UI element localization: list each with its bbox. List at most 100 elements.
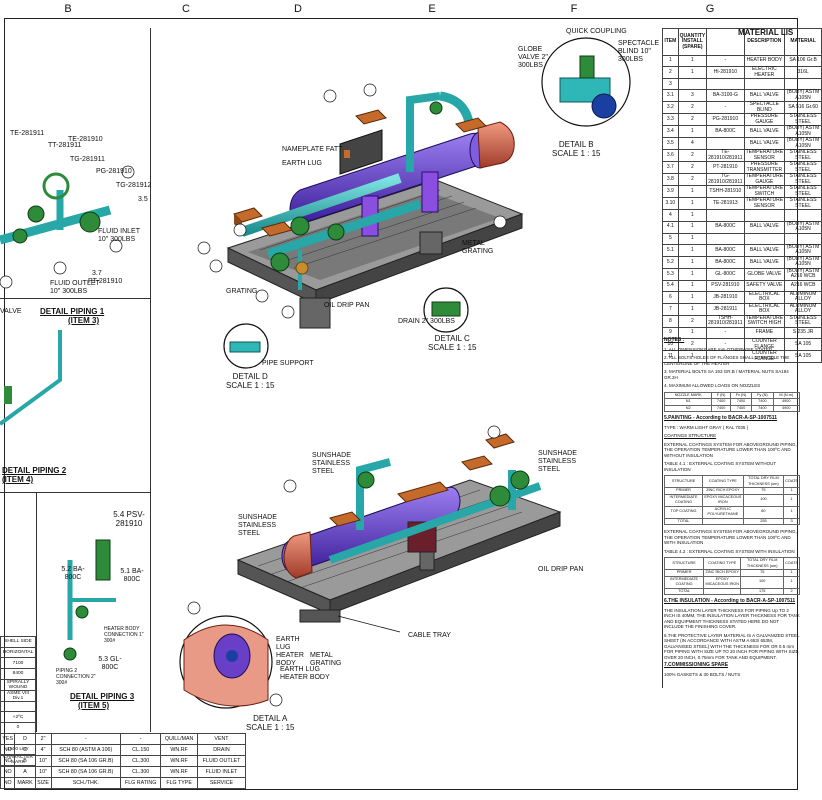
nozzle-row-cell: A xyxy=(14,766,36,778)
coating-row-cell: 80 xyxy=(742,505,785,519)
material-row-cell: 1 xyxy=(677,243,708,257)
material-row-cell: A216 WCB xyxy=(784,279,822,292)
tag-te-281911: TE-281911 xyxy=(10,130,45,137)
material-row-cell: 1 xyxy=(677,232,708,245)
tag-te-281910: TE-281910 xyxy=(68,136,103,143)
label-fluid-outlet: FLUID OUTLET 10" 300LBS xyxy=(50,280,100,295)
column-mark-e: E xyxy=(428,3,436,15)
material-row-cell: 3.10 xyxy=(662,197,679,211)
tag-psv-281910: 5.4 PSV-281910 xyxy=(113,510,145,528)
nozzle-row-cell: CL.150 xyxy=(120,744,162,756)
material-row-cell: BALL VALVE xyxy=(743,243,786,257)
isometric-drawings xyxy=(0,37,631,709)
shell-row-cell: HORIZONTAL xyxy=(0,646,36,659)
coating2-row-cell: INTERMEDIATE COATING xyxy=(663,575,705,589)
note-1: 1. ALL DIMENSIONS ARE mm OTHERWISE STATE… xyxy=(664,346,773,352)
material-row-cell: HEATER BODY xyxy=(743,54,786,68)
shell-row: 8400 xyxy=(0,668,36,680)
material-row-cell: TEMPERATURE SENSOR xyxy=(743,149,786,163)
coating2-row-cell: 100 xyxy=(740,575,785,589)
load-row-cell: N2 xyxy=(663,404,713,412)
shell-row-cell: ASME VIII Div.1 xyxy=(0,689,36,702)
load-row-cell: 7400 xyxy=(729,404,753,412)
material-row-cell: 5.3 xyxy=(662,267,679,281)
bottom-skid-assembly xyxy=(236,433,562,633)
material-row-cell: 2 xyxy=(662,66,679,80)
nozzle-row-cell: SERVICE xyxy=(196,777,247,789)
detail-circle-d xyxy=(223,323,269,369)
note-3: 3. MATERIAL BOLTS SA 193 GR.B / MATERIAL… xyxy=(664,369,789,380)
coating-row-cell: TOP COATING xyxy=(663,505,704,519)
label-sunshade-3: SUNSHADE STAINLESS STEEL xyxy=(238,514,277,537)
label-piping2-connection: PIPING 2 CONNECTION 2" 300# xyxy=(56,668,96,686)
material-row-cell: S 235 JR xyxy=(784,326,822,340)
column-mark-c: C xyxy=(182,3,190,15)
material-row-cell xyxy=(743,209,786,222)
material-row-cell: (BODY) ASTM A105N xyxy=(784,243,822,257)
shell-row: SHELL SIDE xyxy=(0,636,36,648)
material-row-cell: STAINLESS STEEL xyxy=(784,314,822,328)
nozzle-row-cell: YES xyxy=(0,733,16,745)
material-row-cell xyxy=(706,137,745,151)
material-row-cell: STAINLESS STEEL xyxy=(784,173,822,187)
material-row-cell: (BODY) ASTM A105N xyxy=(784,137,822,151)
column-mark-g: G xyxy=(705,3,715,15)
coating-row-cell: 1 xyxy=(783,505,800,519)
material-row-cell: BA-3100-G xyxy=(706,89,745,103)
mat-header-material: MATERIAL xyxy=(784,28,822,56)
material-row-cell: 3 xyxy=(677,89,708,103)
note-4: 4. MAXIMUM ALLOWED LOADS ON NOZZLES xyxy=(664,383,761,388)
nozzle-row-cell: C xyxy=(14,744,36,756)
coating2-row-cell: 175 xyxy=(740,587,785,595)
material-row-cell: 1 xyxy=(677,185,708,199)
material-row-cell: PG-281910 xyxy=(706,113,745,127)
material-row-cell: 1 xyxy=(677,220,708,234)
material-row-cell: 8 xyxy=(662,314,679,328)
material-row-cell: 6 xyxy=(662,290,679,304)
left-detail-piping xyxy=(0,172,116,661)
material-row-cell: BA-800C xyxy=(706,243,745,257)
material-row-cell: 1 xyxy=(677,125,708,139)
material-row-cell: (BODY) ASTM A105N xyxy=(784,220,822,234)
drawing-sheet: B C D E F G xyxy=(0,3,822,790)
material-row-cell: BALL VALVE xyxy=(743,255,786,269)
material-row-cell: 3.3 xyxy=(662,113,679,127)
commissioning-spare: 100% GASKETS & 30 BOLTS / NUTS xyxy=(664,671,741,677)
label-spectacle-blind: SPECTACLE BLIND 10" 300LBS xyxy=(618,40,660,63)
nozzle-row-cell: D xyxy=(14,733,36,745)
material-row-cell: BALL VALVE xyxy=(743,125,786,139)
detail-circle-a xyxy=(179,615,273,709)
note-2: 2. ALL BOLTS HOLES OF FLANGES SHALL STRA… xyxy=(664,355,790,366)
paint-type: TYPE : WARM LIGHT GRAY ( RAL 7035 ) xyxy=(664,424,749,430)
nozzle-row-cell: - xyxy=(50,733,122,745)
material-row-cell: 3 xyxy=(662,78,679,91)
tag-3-7: 3.7 xyxy=(92,270,102,277)
item-balloons xyxy=(0,83,507,707)
material-row-cell: ELECTRICAL BOX xyxy=(743,290,786,304)
nozzle-row-cell: FLG TYPE xyxy=(160,777,198,789)
material-row-cell xyxy=(706,209,745,222)
material-list-table: ITEM QUANTITY INSTALL (SPARE) DESCRIPTIO… xyxy=(662,28,822,364)
material-row-cell: 2 xyxy=(677,113,708,127)
material-row-cell: 3.8 xyxy=(662,173,679,187)
material-row-cell: TSHH-281910 xyxy=(706,185,745,199)
nozzle-row-cell: SCH./THK. xyxy=(50,777,122,789)
material-row-cell xyxy=(743,78,786,91)
material-row-cell: 1 xyxy=(677,267,708,281)
material-row-cell: 1 xyxy=(677,209,708,222)
material-row-cell: BALL VALVE xyxy=(743,89,786,103)
